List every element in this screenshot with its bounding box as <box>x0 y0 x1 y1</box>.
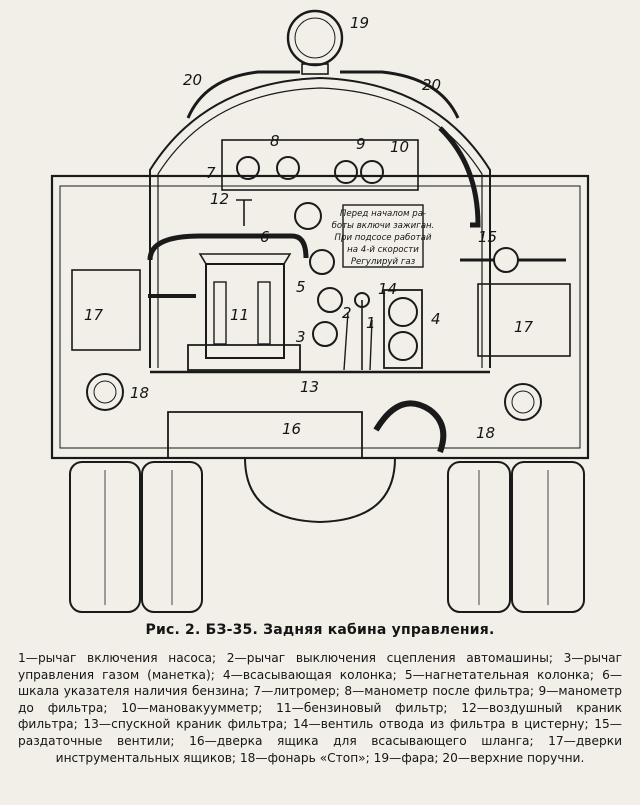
label-18-right: 18 <box>476 424 495 442</box>
legend-item: 20—верхние поручни. <box>442 750 585 765</box>
legend-item: 15—раздаточные вентили; <box>18 717 622 748</box>
warning-plate-frame <box>342 204 424 268</box>
label-14: 14 <box>378 280 397 298</box>
legend-item: 8—манометр после фильтра; <box>344 684 534 699</box>
legend-item: 19—фара; <box>373 750 439 765</box>
figure-caption: Рис. 2. БЗ-35. Задняя кабина управления. <box>145 622 495 638</box>
label-2: 2 <box>342 304 352 322</box>
gauge-7 <box>236 156 260 180</box>
plate-line-1: Перед началом ра- <box>340 209 426 219</box>
label-19: 19 <box>350 14 369 32</box>
body-frame-inner <box>59 185 581 449</box>
legend-item: 18—фонарь «Стоп»; <box>239 750 370 765</box>
label-17-left: 17 <box>84 306 104 324</box>
label-3: 3 <box>296 328 306 346</box>
legend-item: 5—нагнетательная колонка; <box>404 667 594 682</box>
label-7: 7 <box>206 164 216 182</box>
hose-box-door-16 <box>167 411 363 459</box>
control-panel <box>221 139 419 191</box>
legend-item: 14—вентиль отвода из фильтра в цистерну; <box>293 717 589 732</box>
label-16: 16 <box>282 420 301 438</box>
stop-lamp-left <box>86 373 124 411</box>
label-4: 4 <box>431 310 441 328</box>
plate-line-2: боты включи зажиган. <box>332 221 435 231</box>
legend-item: 12—воздушный краник фильтра; <box>18 700 623 732</box>
legend-item: 1—рычаг включения насоса; <box>18 651 217 665</box>
wheel-right-2 <box>511 461 585 613</box>
legend-item: 16—дверка ящика для всасывающего шланга; <box>189 733 534 748</box>
stop-lamp-right <box>504 383 542 421</box>
legend-item: 2—рычаг выключения сцепления автомашины; <box>226 651 553 665</box>
technical-drawing: Перед началом ра- боты включи зажиган. П… <box>50 9 590 613</box>
label-20-right: 20 <box>422 76 441 94</box>
label-18-left: 18 <box>130 384 149 402</box>
label-13: 13 <box>300 378 319 396</box>
legend-item: 4—всасывающая колонка; <box>222 667 397 682</box>
legend-item: 17—дверки инструментальных ящиков; <box>55 733 622 765</box>
legend-item: 6—шкала указателя наличия бензина; <box>18 667 623 699</box>
label-11: 11 <box>230 306 249 324</box>
tool-box-right <box>477 283 571 357</box>
label-15: 15 <box>478 228 497 246</box>
gauge-10 <box>360 160 384 184</box>
label-1: 1 <box>366 314 376 332</box>
figure-legend: 1—рычаг включения насоса; 2—рычаг выключ… <box>18 650 622 766</box>
wheel-right-1 <box>447 461 511 613</box>
tank-outline <box>149 76 491 368</box>
legend-item: 9—манометр до фильтра; <box>18 684 623 715</box>
label-9: 9 <box>356 135 366 153</box>
plate-line-5: Регулируй газ <box>351 257 416 267</box>
legend-item: 11—бензиновый фильтр; <box>276 700 448 715</box>
handrail-right <box>340 70 460 119</box>
fuel-gauge-6 <box>294 202 322 230</box>
handrail-left <box>186 70 300 119</box>
pipe-left <box>147 233 309 261</box>
legend-item: 3—рычаг управления газом (манетка); <box>18 651 623 682</box>
label-5: 5 <box>296 278 306 296</box>
label-12: 12 <box>210 190 229 208</box>
wheel-left-1 <box>69 461 141 613</box>
tool-box-left <box>71 269 141 351</box>
plate-line-3: При подсосе работай <box>335 233 432 243</box>
plate-line-4: на 4-й скорости <box>347 245 419 255</box>
legend-item: 13—спускной краник фильтра; <box>83 717 288 732</box>
label-8: 8 <box>270 132 280 150</box>
gauge-9 <box>334 160 358 184</box>
suction-column-4 <box>383 289 423 369</box>
label-6: 6 <box>260 228 270 246</box>
label-20-left: 20 <box>183 71 202 89</box>
headlight-19 <box>286 9 344 75</box>
gauge-8 <box>276 156 300 180</box>
label-17-right: 17 <box>514 318 534 336</box>
legend-item: 10—мановакуумметр; <box>121 700 263 715</box>
wheel-left-2 <box>141 461 203 613</box>
label-10: 10 <box>390 138 409 156</box>
legend-item: 7—литромер; <box>253 684 340 699</box>
